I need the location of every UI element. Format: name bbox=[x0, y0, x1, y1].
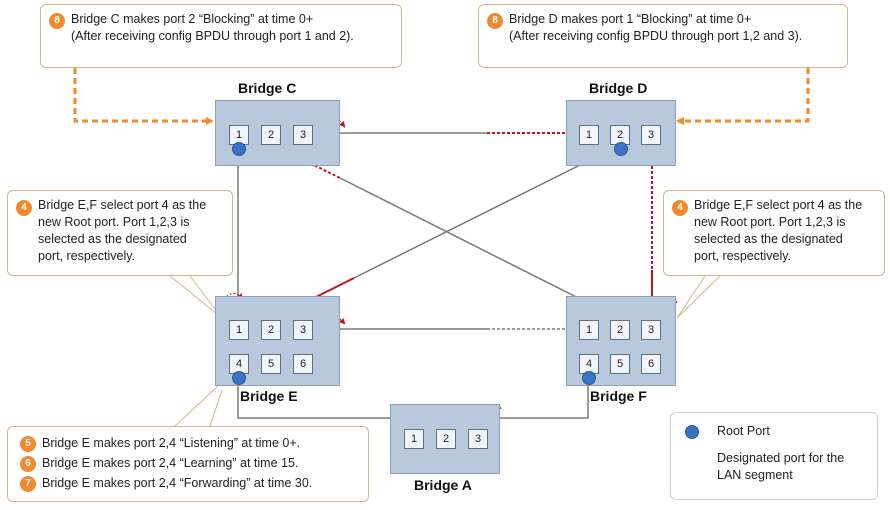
legend-designated-label-1: Designated port for the bbox=[717, 451, 845, 465]
bridge-d-port-3: 3 bbox=[641, 125, 661, 145]
bridge-d-port-1: 1 bbox=[579, 125, 599, 145]
link-c2-f2-solid bbox=[339, 177, 619, 319]
step-badge: 7 bbox=[20, 476, 36, 492]
callout-pointer-left bbox=[169, 275, 223, 319]
bridge-c-label: Bridge C bbox=[238, 80, 297, 96]
bridge-e-port-1: 1 bbox=[229, 320, 249, 340]
callout-line: selected as the designated bbox=[38, 232, 187, 246]
orange-arrow-left bbox=[73, 68, 214, 125]
bridge-f-port-2: 2 bbox=[610, 320, 630, 340]
bridge-e-port-5: 5 bbox=[261, 354, 281, 374]
callout-line: new Root port. Port 1,2,3 is bbox=[694, 215, 846, 229]
state-item: 6 Bridge E makes port 2,4 “Learning” at … bbox=[20, 455, 360, 472]
callout-root-port-left: 4 Bridge E,F select port 4 as the new Ro… bbox=[7, 190, 233, 276]
callout-line: selected as the designated bbox=[694, 232, 843, 246]
callout-bridge-c-blocking: 8 Bridge C makes port 2 “Blocking” at ti… bbox=[40, 4, 402, 68]
root-port-marker bbox=[232, 142, 246, 156]
root-port-marker bbox=[232, 371, 246, 385]
bridge-e-port-2: 2 bbox=[261, 320, 281, 340]
callout-line: (After receiving config BPDU through por… bbox=[509, 29, 803, 43]
callout-pointer-bottom bbox=[174, 385, 223, 427]
callout-line: Bridge E,F select port 4 as the bbox=[694, 198, 863, 212]
bridge-d: 1 2 3 bbox=[566, 100, 676, 166]
callout-pointer-right bbox=[676, 275, 721, 319]
legend-root-port-marker bbox=[685, 425, 699, 439]
root-port-marker bbox=[614, 142, 628, 156]
bridge-e-label: Bridge E bbox=[240, 388, 298, 404]
bridge-d-label: Bridge D bbox=[589, 80, 648, 96]
legend-designated-label-2: LAN segment bbox=[717, 468, 793, 482]
callout-bridge-d-blocking: 8 Bridge D makes port 1 “Blocking” at ti… bbox=[478, 4, 848, 68]
step-badge: 8 bbox=[487, 13, 503, 29]
callout-port-states: 5 Bridge E makes port 2,4 “Listening” at… bbox=[7, 426, 369, 502]
step-badge: 4 bbox=[16, 200, 32, 216]
bridge-f-label: Bridge F bbox=[590, 388, 647, 404]
callout-line: Bridge C makes port 2 “Blocking” at time… bbox=[71, 12, 314, 26]
state-item: 5 Bridge E makes port 2,4 “Listening” at… bbox=[20, 435, 360, 452]
link-e4-a1 bbox=[237, 383, 390, 419]
step-badge: 8 bbox=[49, 13, 65, 29]
callout-line: Bridge D makes port 1 “Blocking” at time… bbox=[509, 12, 752, 26]
bridge-e-port-6: 6 bbox=[293, 354, 313, 374]
bridge-f-port-5: 5 bbox=[610, 354, 630, 374]
root-port-marker bbox=[582, 371, 596, 385]
state-text: Bridge E makes port 2,4 “Learning” at ti… bbox=[42, 456, 299, 470]
callout-line: Bridge E,F select port 4 as the bbox=[38, 198, 207, 212]
bridge-f-port-1: 1 bbox=[579, 320, 599, 340]
bridge-c-port-2: 2 bbox=[261, 125, 281, 145]
legend: Root Port Designated port for the LAN se… bbox=[670, 412, 878, 500]
bridge-a-port-1: 1 bbox=[404, 429, 424, 449]
state-item: 7 Bridge E makes port 2,4 “Forwarding” a… bbox=[20, 475, 360, 492]
bridge-f-port-6: 6 bbox=[641, 354, 661, 374]
link-f4-a3 bbox=[500, 383, 589, 419]
legend-root-port-label: Root Port bbox=[717, 424, 770, 438]
callout-line: port, respectively. bbox=[694, 249, 792, 263]
bridge-a-port-2: 2 bbox=[436, 429, 456, 449]
callout-pointer-right-b bbox=[676, 275, 706, 319]
bridge-f: 1 2 3 4 5 6 bbox=[566, 296, 676, 386]
bridge-c: 1 2 3 bbox=[215, 100, 340, 166]
step-badge: 6 bbox=[20, 456, 36, 472]
bridge-f-port-3: 3 bbox=[641, 320, 661, 340]
link-d2-e2-solid bbox=[353, 145, 619, 279]
callout-line: (After receiving config BPDU through por… bbox=[71, 29, 354, 43]
link-c2-f2-blocked bbox=[269, 142, 341, 179]
step-badge: 5 bbox=[20, 436, 36, 452]
bridge-a-label: Bridge A bbox=[414, 477, 472, 493]
step-badge: 4 bbox=[672, 200, 688, 216]
bridge-a-port-3: 3 bbox=[468, 429, 488, 449]
callout-line: port, respectively. bbox=[38, 249, 136, 263]
bridge-d-port-2: 2 bbox=[610, 125, 630, 145]
bridge-e-port-3: 3 bbox=[293, 320, 313, 340]
bridge-a: 1 2 3 bbox=[390, 404, 500, 474]
orange-arrow-right bbox=[676, 68, 810, 125]
state-text: Bridge E makes port 2,4 “Forwarding” at … bbox=[42, 476, 313, 490]
bridge-e: 1 2 3 4 5 6 bbox=[215, 296, 340, 386]
callout-root-port-right: 4 Bridge E,F select port 4 as the new Ro… bbox=[663, 190, 885, 276]
state-text: Bridge E makes port 2,4 “Listening” at t… bbox=[42, 436, 301, 450]
callout-line: new Root port. Port 1,2,3 is bbox=[38, 215, 190, 229]
bridge-c-port-3: 3 bbox=[293, 125, 313, 145]
